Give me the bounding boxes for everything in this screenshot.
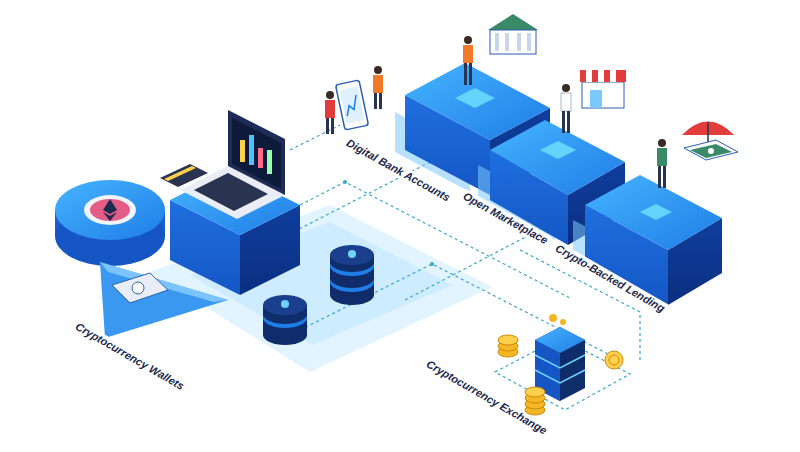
people	[325, 66, 383, 134]
gold-coins	[498, 335, 623, 415]
wallet-icon	[100, 262, 228, 338]
exchange-server	[535, 314, 585, 401]
eth-disc	[55, 180, 165, 266]
laptop	[160, 110, 285, 219]
database-cylinders	[263, 245, 374, 345]
phone	[335, 80, 368, 130]
